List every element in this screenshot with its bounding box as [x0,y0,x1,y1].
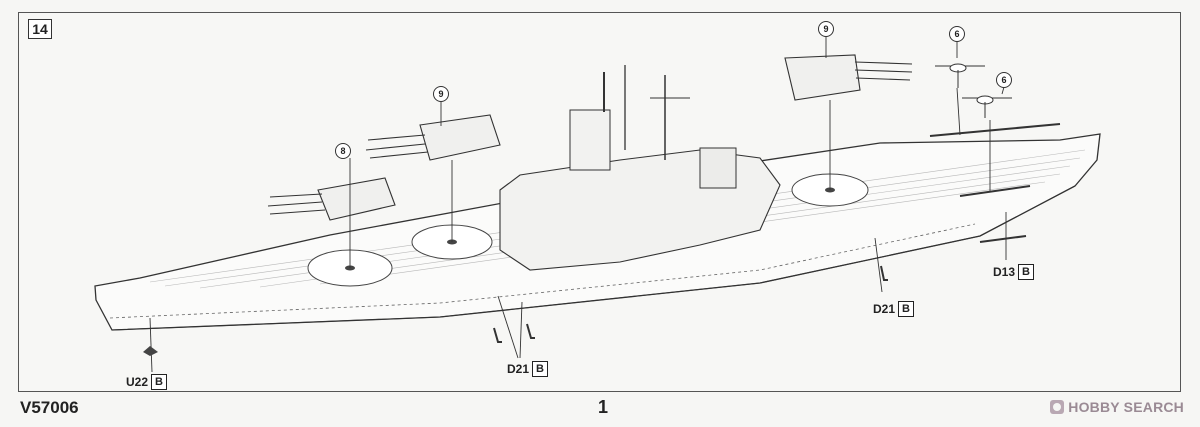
part-number: D21 [507,362,530,376]
part-number: D13 [993,265,1016,279]
part-number: D21 [873,302,896,316]
turret-9-fore [365,114,501,161]
callout-9-fore: 9 [433,86,449,102]
callout-6-second: 6 [996,72,1012,88]
sprue-letter: B [1018,264,1035,280]
part-number: U22 [126,375,149,389]
callout-8: 8 [335,143,351,159]
watermark: HOBBY SEARCH [1050,399,1184,415]
sprue-letter: B [898,301,915,317]
part-label-d13: D13 B [993,264,1035,280]
callout-6-first: 6 [949,26,965,42]
aircraft-2 [962,95,1012,118]
part-label-d21-fore: D21 B [507,361,549,377]
step-number: 14 [28,19,52,39]
callout-9-aft: 9 [818,21,834,37]
hobby-search-logo-icon [1050,400,1065,414]
part-label-u22: U22 B [126,374,168,390]
sprue-letter: B [151,374,168,390]
watermark-text: HOBBY SEARCH [1068,399,1184,415]
product-code: V57006 [20,398,79,417]
turret-8 [267,177,396,221]
turret-9-aft [784,54,913,101]
aircraft-1 [935,63,985,88]
sprue-letter: B [532,361,549,377]
page-number: 1 [598,397,609,417]
part-label-d21-aft: D21 B [873,301,915,317]
